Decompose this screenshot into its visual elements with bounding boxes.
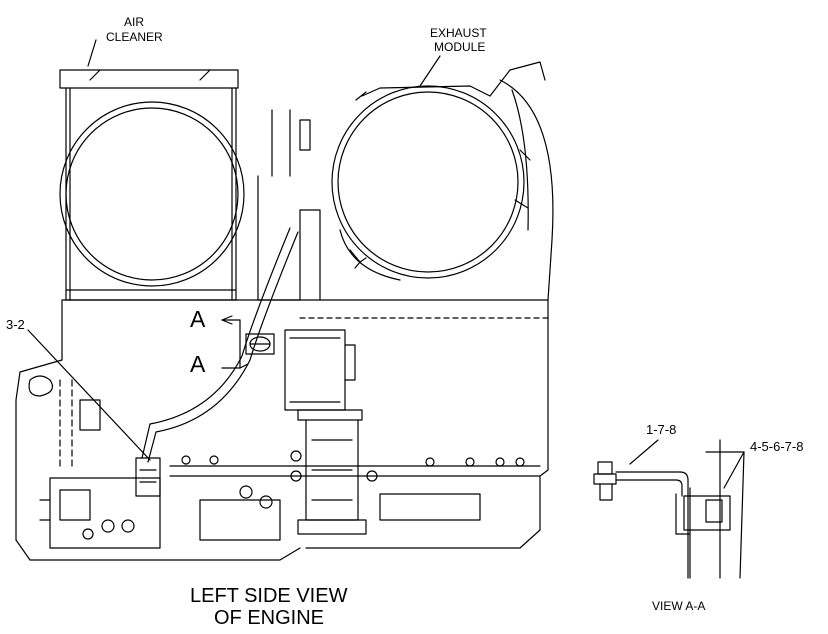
part-callout-3-2: 3-2: [6, 317, 25, 332]
part-callout-4-5-6-7-8: 4-5-6-7-8: [750, 439, 804, 454]
part-callout-1-7-8: 1-7-8: [646, 422, 677, 437]
engine-frame: [15, 299, 549, 561]
fuel-line: [135, 227, 299, 497]
air-cleaner: [59, 69, 245, 301]
engine-block: [39, 379, 541, 549]
detail-view-caption: VIEW A-A: [652, 599, 706, 613]
section-marker-a-upper: A: [190, 306, 206, 332]
exhaust-module: [331, 61, 554, 301]
filter-housing: [245, 109, 367, 535]
exhaust-module-label-line2: MODULE: [434, 40, 486, 54]
view-a-a-detail: [593, 439, 745, 579]
exhaust-module-label-line1: EXHAUST: [430, 26, 487, 40]
section-marker-a-lower: A: [190, 351, 206, 377]
main-view-caption-line1: LEFT SIDE VIEW: [190, 585, 348, 607]
air-cleaner-label-line1: AIR: [124, 15, 145, 29]
section-marker: [221, 315, 249, 369]
leader-lines: [27, 39, 745, 489]
air-cleaner-label-line2: CLEANER: [106, 30, 163, 44]
main-view-caption-line2: OF ENGINE: [214, 607, 325, 629]
